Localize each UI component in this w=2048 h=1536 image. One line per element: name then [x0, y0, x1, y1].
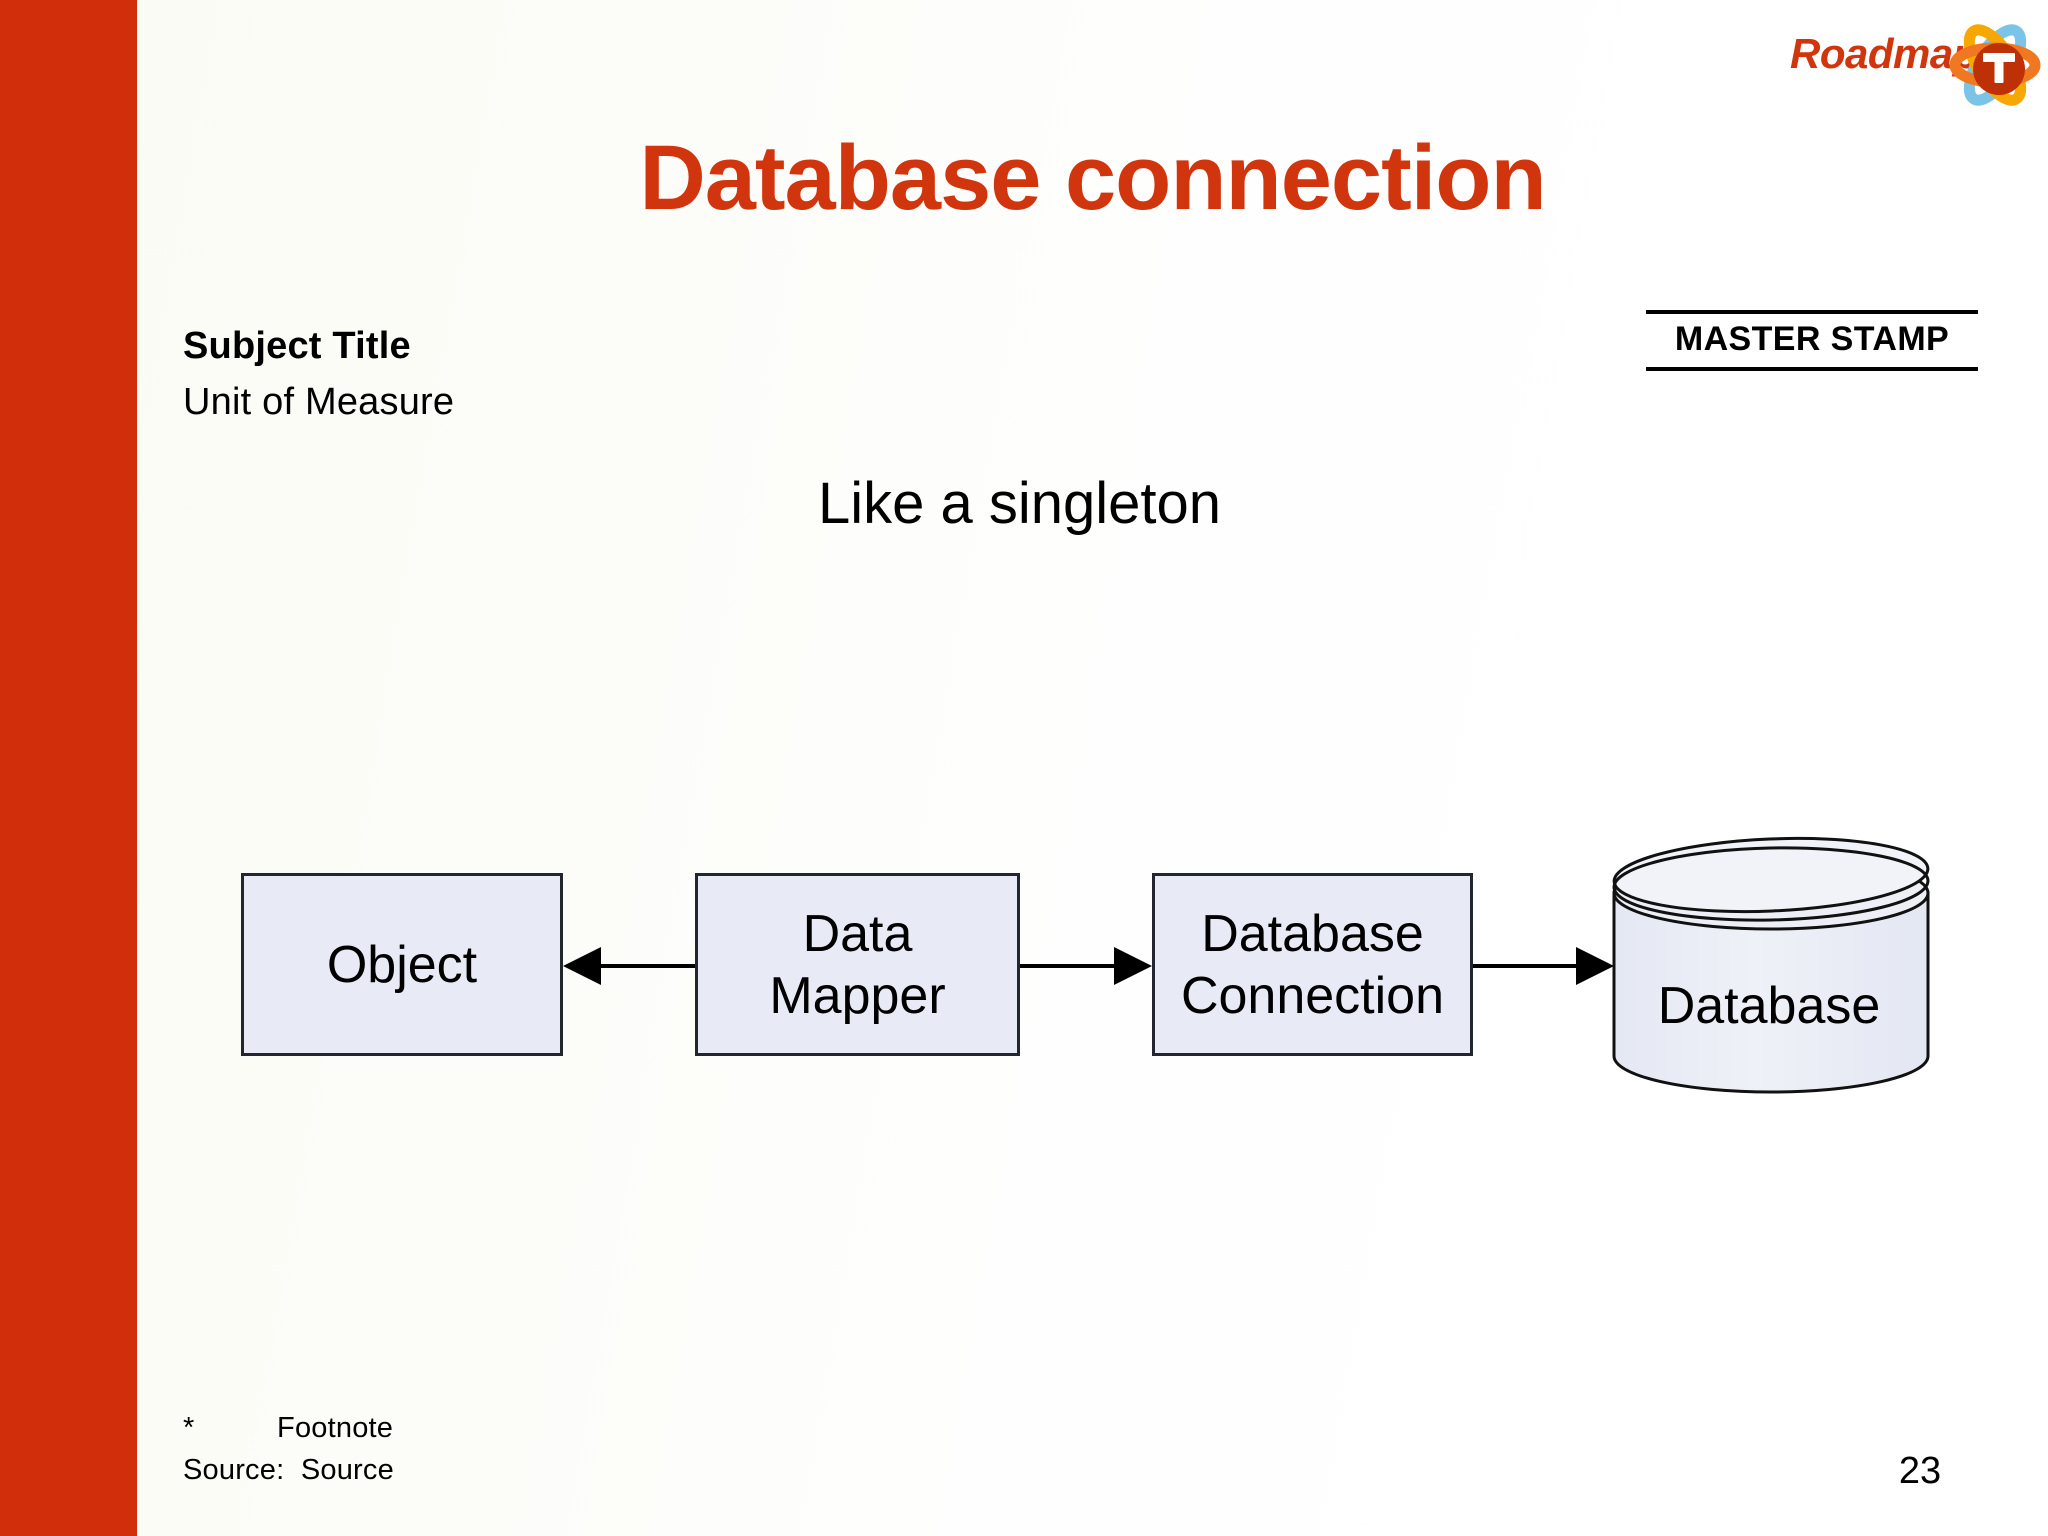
diagram-node-object[interactable]: Object	[241, 873, 563, 1056]
master-stamp: MASTER STAMP	[1646, 310, 1978, 371]
roadmap-logo: Roadmap	[1790, 8, 2041, 118]
body-heading: Like a singleton	[818, 471, 1222, 536]
page-title: Database connection	[639, 127, 1546, 229]
diagram-node-database-label: Database	[1657, 977, 1881, 1035]
master-stamp-label: MASTER STAMP	[1674, 320, 1950, 358]
footnote: * Footnote	[183, 1412, 394, 1444]
roadmap-logo-mark	[1949, 24, 2041, 106]
source-line: Source: Source	[183, 1454, 394, 1486]
logo-wordmark: Roadmap	[1790, 30, 1978, 77]
page-number: 23	[1898, 1450, 1942, 1492]
diagram-node-database[interactable]: Database	[1612, 845, 1926, 1090]
edge-dbconn-to-database	[1473, 947, 1614, 985]
subject-title: Subject Title	[183, 325, 411, 367]
edge-mapper-to-dbconn	[1020, 947, 1152, 985]
diagram-node-object-label: Object	[326, 935, 478, 994]
left-accent-bar	[0, 0, 137, 1536]
edge-mapper-to-object	[563, 947, 695, 985]
unit-of-measure-label: Unit of Measure	[183, 381, 455, 423]
